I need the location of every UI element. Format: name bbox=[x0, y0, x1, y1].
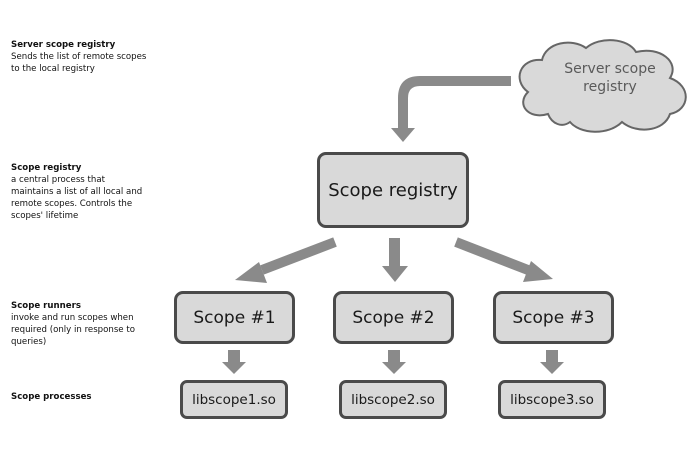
arrow-scope2-to-lib2 bbox=[388, 350, 400, 362]
cloud-label-line: registry bbox=[583, 79, 637, 95]
arrow-registry-to-scope2 bbox=[389, 238, 400, 267]
libscope1-box: libscope1.so bbox=[180, 380, 288, 419]
label-title: Scope registry bbox=[11, 163, 82, 173]
scope-3-box: Scope #3 bbox=[493, 291, 614, 344]
label-desc-line: Sends the list of remote scopes bbox=[11, 52, 147, 62]
arrowhead bbox=[382, 362, 406, 374]
label-desc-line: invoke and run scopes when bbox=[11, 313, 134, 323]
label-desc-line: queries) bbox=[11, 337, 47, 347]
libscope2-box: libscope2.so bbox=[339, 380, 447, 419]
label-scope-runners: Scope runners invoke and run scopes when… bbox=[11, 300, 181, 348]
libscope3-box: libscope3.so bbox=[498, 380, 606, 419]
arrowhead bbox=[235, 262, 267, 283]
scope-registry-box: Scope registry bbox=[317, 152, 469, 228]
arrow-cloud-to-registry bbox=[391, 76, 511, 142]
arrowhead bbox=[382, 266, 408, 282]
label-desc-line: remote scopes. Controls the bbox=[11, 199, 133, 209]
label-title: Server scope registry bbox=[11, 40, 116, 50]
arrow-registry-to-scope3 bbox=[454, 237, 530, 275]
scope-2-box: Scope #2 bbox=[333, 291, 454, 344]
arrowhead bbox=[523, 261, 553, 282]
label-desc-line: required (only in response to bbox=[11, 325, 135, 335]
label-scope-processes: Scope processes bbox=[11, 391, 181, 403]
label-desc-line: maintains a list of all local and bbox=[11, 187, 143, 197]
arrow-scope1-to-lib1 bbox=[228, 350, 240, 362]
arrow-scope3-to-lib3 bbox=[546, 350, 558, 362]
arrowhead bbox=[222, 362, 246, 374]
arrow-registry-to-scope1 bbox=[260, 237, 337, 275]
arrowhead bbox=[540, 362, 564, 374]
label-desc-line: to the local registry bbox=[11, 64, 95, 74]
label-title: Scope runners bbox=[11, 301, 81, 311]
label-title: Scope processes bbox=[11, 392, 92, 402]
label-desc-line: a central process that bbox=[11, 175, 105, 185]
label-scope-registry: Scope registry a central process that ma… bbox=[11, 162, 181, 222]
label-server-scope-registry: Server scope registry Sends the list of … bbox=[11, 39, 181, 75]
label-desc-line: scopes' lifetime bbox=[11, 211, 79, 221]
cloud-shape bbox=[518, 39, 687, 133]
cloud-label: Server scope registry bbox=[535, 60, 685, 96]
scope-1-box: Scope #1 bbox=[174, 291, 295, 344]
cloud-label-line: Server scope bbox=[564, 61, 656, 77]
